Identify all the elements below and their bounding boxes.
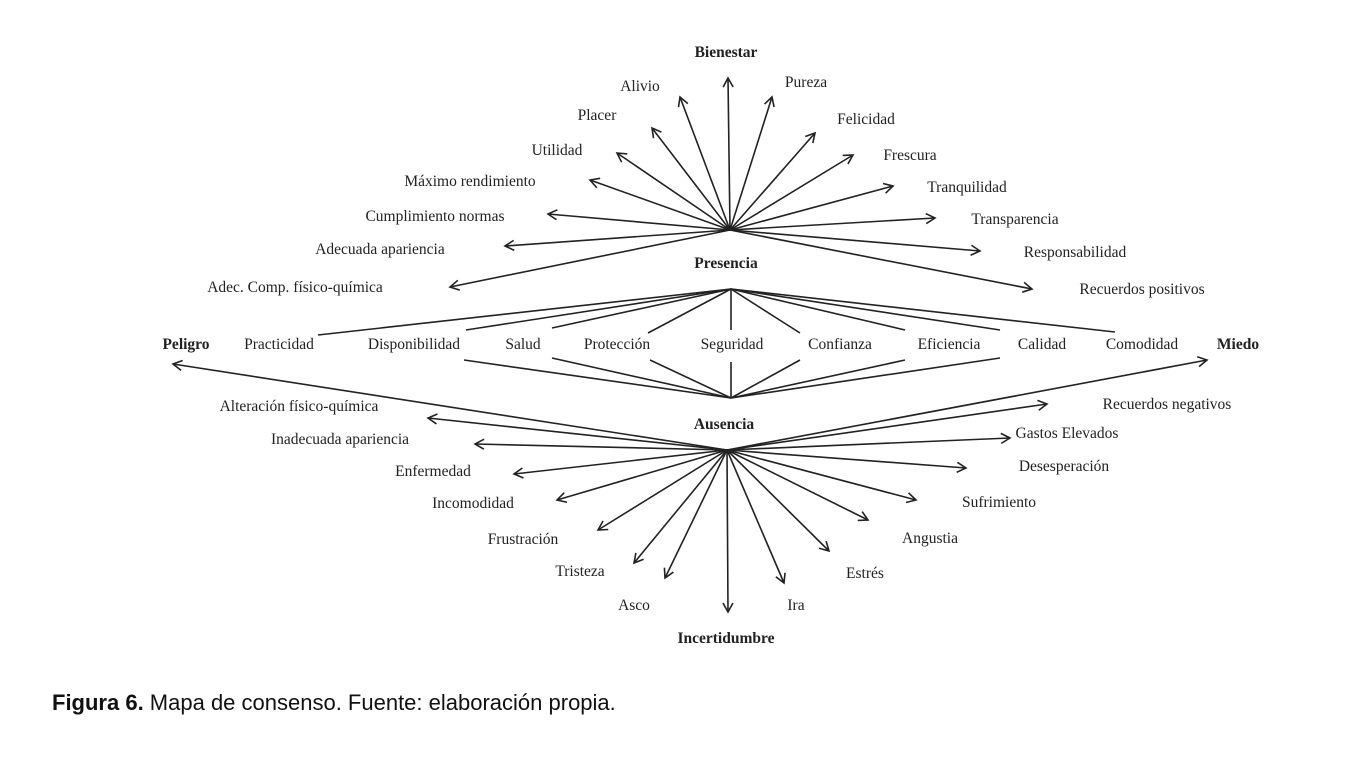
attribute-label: Practicidad — [244, 336, 314, 353]
branch-label: Alteración físico-química — [220, 398, 379, 415]
node-peligro: Peligro — [162, 336, 209, 353]
arrow-bienestar-branch — [729, 212, 937, 231]
branch-label: Desesperación — [1019, 458, 1110, 475]
connector-ausencia — [551, 357, 732, 399]
arrow-miedo — [726, 355, 1209, 451]
arrow-incertidumbre-branch — [726, 399, 1049, 451]
branch-label: Tranquilidad — [927, 179, 1007, 196]
arrow-incertidumbre-branch — [726, 449, 918, 504]
arrow-bienestar-branch — [546, 209, 731, 231]
branch-label: Adecuada apariencia — [315, 241, 445, 258]
connector-presencia — [730, 288, 906, 331]
branch-label: Frescura — [883, 147, 936, 164]
arrow-bienestar-branch — [729, 154, 855, 231]
arrow-bienestar-branch — [615, 152, 731, 231]
branch-label: Máximo rendimiento — [404, 173, 536, 190]
arrow-bienestar-branch — [588, 177, 731, 231]
arrow-bienestar-branch — [448, 229, 731, 291]
arrow-bienestar-branch — [729, 131, 817, 231]
branch-label: Incomodidad — [432, 495, 514, 512]
arrow-incertidumbre-branch — [663, 449, 728, 580]
branch-label: Alivio — [620, 78, 660, 95]
arrow-incertidumbre-branch — [726, 449, 968, 474]
connector-presencia — [730, 288, 1116, 333]
connector-presencia — [730, 288, 1001, 331]
attribute-label: Salud — [505, 336, 541, 353]
arrow-bienestar-branch — [729, 182, 895, 231]
arrow-incertidumbre-branch — [726, 449, 870, 522]
arrow-incertidumbre-branch — [473, 438, 728, 451]
connector-ausencia — [730, 359, 801, 399]
connector-presencia — [551, 288, 732, 329]
attribute-label: Calidad — [1018, 336, 1066, 353]
branch-label: Cumplimiento normas — [365, 208, 504, 225]
node-ausencia: Ausencia — [694, 416, 755, 433]
branch-label: Utilidad — [532, 142, 583, 159]
node-bienestar: Bienestar — [695, 44, 758, 61]
branch-label: Pureza — [785, 74, 827, 91]
branch-label: Frustración — [488, 531, 559, 548]
attribute-label: Confianza — [808, 336, 872, 353]
branch-label: Recuerdos positivos — [1079, 281, 1204, 298]
connector-presencia — [647, 288, 732, 334]
branch-label: Sufrimiento — [962, 494, 1036, 511]
connector-presencia — [465, 288, 732, 331]
branch-label: Estrés — [846, 565, 884, 582]
caption-label: Figura 6. — [52, 690, 144, 715]
arrow-bienestar-branch — [729, 229, 982, 256]
attribute-label: Protección — [584, 336, 651, 353]
connector-ausencia — [649, 359, 732, 399]
branch-label: Recuerdos negativos — [1103, 396, 1232, 413]
branch-label: Felicidad — [837, 111, 895, 128]
connector-ausencia — [730, 359, 906, 399]
branch-label: Asco — [618, 597, 650, 614]
arrow-bienestar-branch — [650, 126, 731, 231]
connector-ausencia — [730, 357, 1001, 399]
arrow-peligro — [171, 359, 728, 451]
arrow-incertidumbre-branch — [726, 449, 786, 585]
node-presencia: Presencia — [694, 255, 758, 272]
arrow-incertidumbre-branch — [555, 449, 728, 504]
branch-label: Ira — [787, 597, 804, 614]
attribute-label: Seguridad — [701, 336, 764, 353]
connector-presencia — [317, 288, 732, 336]
caption-text: Mapa de consenso. Fuente: elaboración pr… — [143, 690, 616, 715]
arrow-bienestar-branch — [729, 95, 775, 231]
attribute-label: Eficiencia — [918, 336, 981, 353]
branch-label: Responsabilidad — [1024, 244, 1127, 261]
attribute-label: Comodidad — [1106, 336, 1179, 353]
node-miedo: Miedo — [1217, 336, 1259, 353]
arrow-incertidumbre — [722, 449, 734, 614]
branch-label: Enfermedad — [395, 463, 471, 480]
arrow-bienestar-branch — [503, 229, 731, 252]
branch-label: Placer — [578, 107, 618, 124]
figure-caption: Figura 6. Mapa de consenso. Fuente: elab… — [52, 690, 616, 716]
branch-label: Gastos Elevados — [1016, 425, 1119, 442]
connector-ausencia — [463, 359, 732, 399]
arrow-incertidumbre-branch — [726, 432, 1012, 451]
branch-label: Inadecuada apariencia — [271, 431, 409, 448]
attribute-label: Disponibilidad — [368, 336, 460, 353]
arrow-bienestar-branch — [677, 95, 731, 231]
branch-label: Adec. Comp. físico-química — [207, 279, 383, 296]
arrow-incertidumbre-branch — [426, 413, 728, 451]
arrow-bienestar-branch — [729, 229, 1034, 293]
node-incertidumbre: Incertidumbre — [677, 630, 774, 647]
arrow-incertidumbre-branch — [512, 449, 728, 479]
connector-presencia — [730, 288, 801, 334]
arrow-incertidumbre-branch — [726, 449, 831, 553]
branch-label: Transparencia — [971, 211, 1058, 228]
branch-label: Angustia — [902, 530, 958, 547]
arrow-incertidumbre-branch — [596, 449, 728, 531]
arrow-bienestar — [722, 76, 734, 231]
arrow-incertidumbre-branch — [632, 449, 728, 565]
branch-label: Tristeza — [555, 563, 604, 580]
